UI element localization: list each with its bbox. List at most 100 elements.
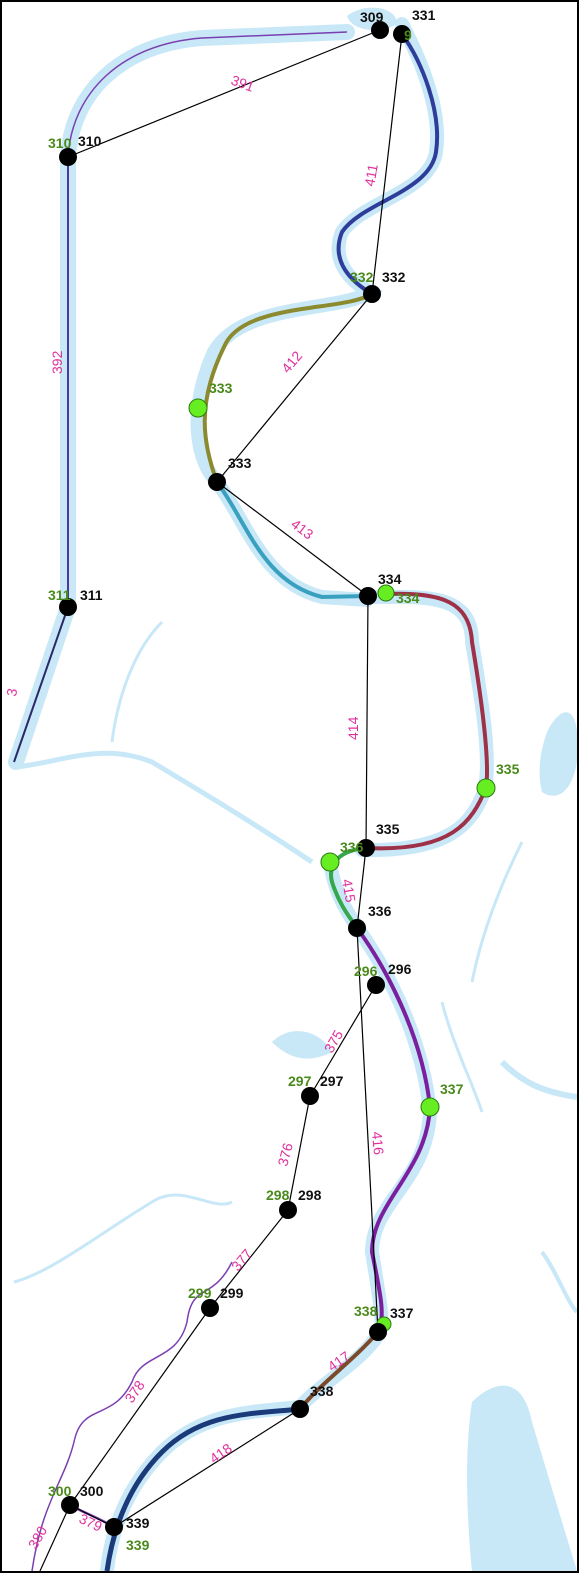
link-line-376 [287,1095,311,1211]
reach-336-337 [355,926,433,1333]
black-node-296[interactable] [367,976,385,994]
black-node-310[interactable] [59,148,77,166]
water-river-middle [323,855,438,1339]
link-label-377: 377 [228,1246,255,1274]
green-node-335[interactable] [476,778,496,798]
green-label-300: 300 [48,1483,72,1499]
black-label-335: 335 [376,821,400,837]
water-lake-right-lower [467,1385,577,1571]
water-tributary-right [440,1001,484,1113]
green-label-333: 333 [209,380,233,396]
water-tributary-left-lower [13,1193,233,1284]
green-label-299: 299 [188,1285,212,1301]
water-stream-right-lower2 [540,1250,577,1314]
link-label-415: 415 [339,878,359,904]
green-label-335: 335 [496,761,520,777]
link-label-376: 376 [274,1141,296,1168]
link-line-380 [39,1504,71,1571]
green-node-337[interactable] [420,1097,440,1117]
link-label-416: 416 [369,1131,387,1156]
green-node-336[interactable] [320,852,340,872]
black-label-299: 299 [220,1285,244,1301]
link-label-379: 379 [77,1510,105,1534]
black-label-310: 310 [78,133,102,149]
green-label-332: 332 [350,269,374,285]
black-label-297: 297 [320,1073,344,1089]
green-node-333[interactable] [188,398,208,418]
link-line-416 [356,927,379,1333]
black-labels: 309 331 310 332 333 334 311 335 336 296 … [78,7,436,1531]
reach-332-333 [202,292,374,483]
black-node-335[interactable] [357,839,375,857]
black-node-333[interactable] [208,473,226,491]
black-label-333: 333 [228,455,252,471]
water-river-east-loop [355,589,494,858]
black-label-298: 298 [298,1187,322,1203]
black-node-331[interactable] [393,25,411,43]
black-node-297[interactable] [301,1087,319,1105]
green-labels: 9 310 332 333 334 311 335 336 296 297 29… [48,27,520,1553]
link-line-415 [356,847,367,929]
green-nodes [188,398,496,1332]
green-label-339: 339 [126,1537,150,1553]
link-line-377 [209,1209,289,1309]
link-line-378 [69,1307,211,1506]
link-label-414: 414 [345,716,361,740]
green-label-309: 9 [404,27,412,43]
reach-331-332 [336,32,439,296]
black-node-332[interactable] [363,285,381,303]
link-label-393: 3 [3,687,20,698]
black-node-337[interactable] [369,1323,387,1341]
green-label-298: 298 [266,1187,290,1203]
black-label-311: 311 [80,587,103,603]
link-line-391 [67,29,381,158]
black-label-334: 334 [378,571,402,587]
black-label-309: 309 [360,9,384,25]
green-label-334: 334 [396,590,420,606]
water-tributary-right-2 [470,841,524,983]
black-node-299[interactable] [201,1299,219,1317]
water-tributary-nw [110,620,164,743]
black-label-332: 332 [382,269,406,285]
river-reaches [13,31,490,1571]
link-label-380: 380 [25,1523,51,1551]
reach-333-334 [215,480,369,600]
black-node-311[interactable] [59,598,77,616]
link-label-411: 411 [361,163,381,188]
water-stream-right-lower [499,1059,577,1100]
green-label-336: 336 [340,839,364,855]
black-label-296: 296 [388,961,412,977]
black-node-338[interactable] [291,1400,309,1418]
link-line-418 [113,1408,301,1528]
schematic-links [39,29,403,1571]
black-node-309[interactable] [371,21,389,39]
reach-296-300 [31,1261,233,1571]
water-river-upper [190,17,444,607]
green-label-337: 337 [440,1081,464,1097]
black-node-339[interactable] [105,1518,123,1536]
black-node-298[interactable] [279,1201,297,1219]
green-label-311: 311 [48,587,71,603]
water-tributary-west [15,750,314,865]
green-node-334[interactable] [377,584,395,602]
black-node-336[interactable] [348,919,366,937]
black-nodes [59,21,411,1536]
link-line-414 [365,595,369,849]
reach-309-310 [67,31,348,158]
link-label-392: 392 [49,350,65,374]
water-lake-right-mid [539,712,577,796]
green-label-297: 297 [288,1073,312,1089]
link-label-418: 418 [207,1440,235,1467]
black-label-336: 336 [368,903,392,919]
black-node-334[interactable] [359,587,377,605]
black-label-331: 331 [412,7,436,23]
link-label-412: 412 [278,348,305,376]
reach-337-338 [298,1330,380,1411]
black-node-300[interactable] [61,1496,79,1514]
reach-311-down [13,606,69,763]
reach-334-335 [365,591,490,851]
link-label-391: 391 [229,72,257,95]
link-line-375 [309,984,377,1097]
